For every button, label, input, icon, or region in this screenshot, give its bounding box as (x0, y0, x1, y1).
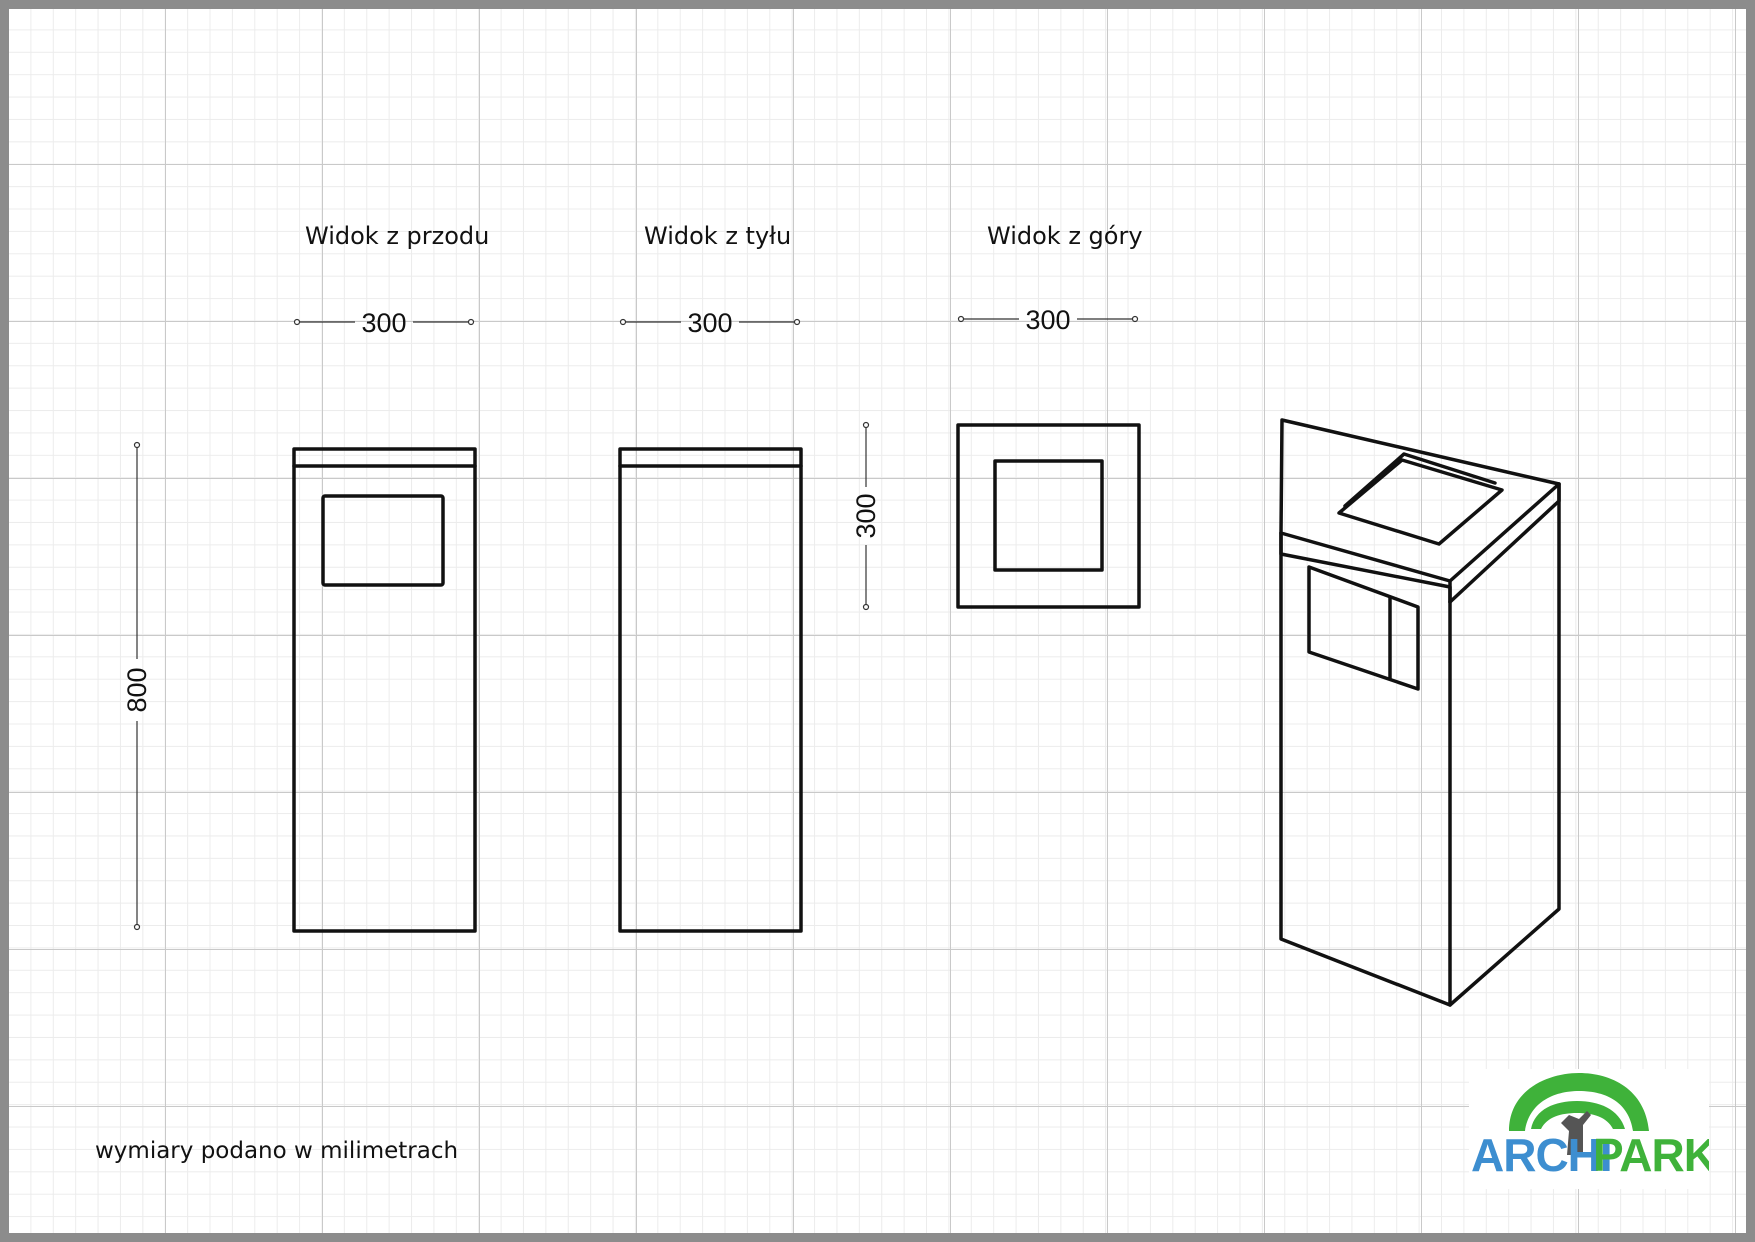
logo-tree-icon (1561, 1111, 1591, 1155)
back-width-label: 300 (687, 308, 732, 338)
height-label: 800 (122, 667, 152, 712)
front-width-label: 300 (361, 308, 406, 338)
front-view-title: Widok z przodu (305, 222, 490, 250)
top-depth-dimension (862, 421, 870, 611)
top-view (956, 423, 1141, 609)
logo-text-archi: ARCHI (1471, 1129, 1612, 1181)
top-width-label: 300 (1025, 305, 1070, 335)
technical-drawing: 300 300 300 300 800 (122, 305, 1561, 1007)
isometric-view (1279, 418, 1561, 1007)
top-view-title: Widok z góry (987, 222, 1143, 250)
height-dimension (133, 441, 141, 931)
archipark-logo: ARCHI PARK (1469, 1069, 1709, 1189)
top-depth-label: 300 (851, 493, 881, 538)
front-width-dimension (293, 318, 475, 326)
units-note: wymiary podano w milimetrach (95, 1138, 459, 1164)
back-view-title: Widok z tyłu (644, 222, 792, 250)
back-view (618, 447, 803, 933)
front-view (292, 447, 477, 933)
back-width-dimension (619, 318, 801, 326)
logo-text-park: PARK (1593, 1129, 1709, 1181)
top-width-dimension (957, 315, 1139, 323)
logo-arch-icon (1509, 1073, 1649, 1131)
